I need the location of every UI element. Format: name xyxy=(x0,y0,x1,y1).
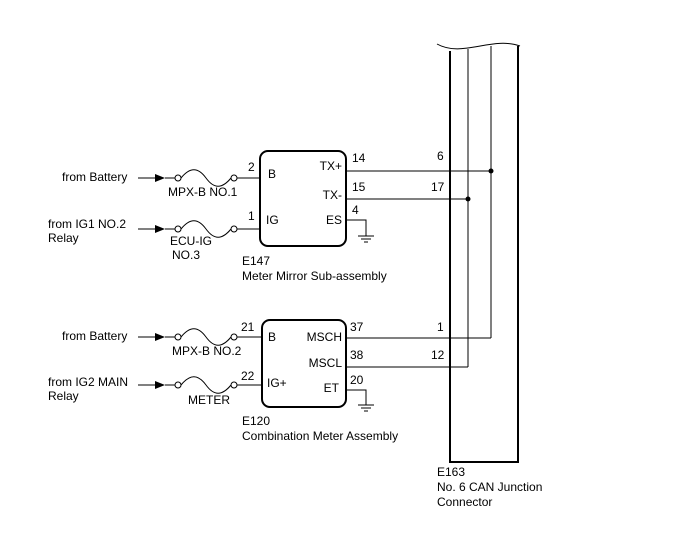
fuse-terminal-icon xyxy=(230,333,238,341)
e147-code: E147 xyxy=(242,254,270,268)
connector-break-mark xyxy=(436,42,521,50)
e147-pin-ig-number: 1 xyxy=(248,209,255,223)
e147-pin-txp-number: 14 xyxy=(352,151,366,165)
e120-pin-msch-label: MSCH xyxy=(307,330,342,344)
e147-pin-txm-label: TX- xyxy=(323,188,342,202)
e120-code: E120 xyxy=(242,414,270,428)
e147-pin-txp-label: TX+ xyxy=(320,159,342,173)
e147-can-wires: 6 17 xyxy=(346,149,494,202)
e147-pin-txm-number: 15 xyxy=(352,180,366,194)
fuse-icon xyxy=(180,169,232,187)
e147-ig-source-line2: Relay xyxy=(48,231,79,245)
e163-name-line1: No. 6 CAN Junction xyxy=(437,480,542,494)
e147-pin-ig-label: IG xyxy=(266,213,279,227)
fuse-icon xyxy=(180,328,232,346)
fuse-icon xyxy=(180,376,232,394)
e120-pin-b-number: 21 xyxy=(241,320,255,334)
e120-ecu: 21 B 22 IG+ MSCH MSCL ET 37 38 20 E120 C… xyxy=(241,319,398,443)
fuse-terminal-icon xyxy=(174,174,182,182)
e120-pin-ig-label: IG+ xyxy=(267,376,287,390)
fuse-terminal-icon xyxy=(174,333,182,341)
splice-dot xyxy=(488,168,494,174)
e120-battery-fuse: MPX-B NO.2 xyxy=(172,344,242,358)
arrow-icon xyxy=(155,381,165,389)
e147-name: Meter Mirror Sub-assembly xyxy=(242,269,387,283)
e120-pin-mscl-number: 38 xyxy=(350,348,364,362)
e147-pin-b-number: 2 xyxy=(248,160,255,174)
e147-battery-source: from Battery xyxy=(62,170,127,184)
e147-ig-source-line1: from IG1 NO.2 xyxy=(48,217,126,231)
e147-battery-fuse: MPX-B NO.1 xyxy=(168,185,238,199)
e120-ig-source-line1: from IG2 MAIN xyxy=(48,375,128,389)
e120-battery-source: from Battery xyxy=(62,329,127,343)
e120-box xyxy=(261,319,347,408)
fuse-icon xyxy=(180,220,232,238)
e163-name-line2: Connector xyxy=(437,495,492,509)
e147-ig-fuse-line1: ECU-IG xyxy=(170,234,212,248)
e163-labels: E163 No. 6 CAN Junction Connector xyxy=(437,465,542,509)
e120-can-wires: 1 12 xyxy=(346,320,491,368)
arrow-icon xyxy=(155,225,165,233)
junction-connector-e163 xyxy=(436,42,521,463)
junction-pin-1: 1 xyxy=(437,320,444,334)
junction-pin-17: 17 xyxy=(431,180,445,194)
e147-ig-fuse-line2: NO.3 xyxy=(172,248,200,262)
e120-ig-fuse: METER xyxy=(188,393,230,407)
junction-pin-12: 12 xyxy=(431,348,445,362)
arrow-icon xyxy=(155,174,165,182)
fuse-terminal-icon xyxy=(230,174,238,182)
fuse-terminal-icon xyxy=(174,381,182,389)
e120-pin-msch-number: 37 xyxy=(350,320,364,334)
e147-inputs: from Battery MPX-B NO.1 from IG1 NO.2 Re… xyxy=(48,169,260,262)
junction-pin-6: 6 xyxy=(437,149,444,163)
e147-pin-b-label: B xyxy=(268,167,276,181)
e120-name: Combination Meter Assembly xyxy=(242,429,398,443)
e120-inputs: from Battery MPX-B NO.2 from IG2 MAIN Re… xyxy=(48,328,262,407)
fuse-terminal-icon xyxy=(230,381,238,389)
e163-code: E163 xyxy=(437,465,465,479)
e120-pin-et-number: 20 xyxy=(350,373,364,387)
e147-pin-es-number: 4 xyxy=(352,203,359,217)
fuse-terminal-icon xyxy=(230,225,238,233)
e147-pin-es-label: ES xyxy=(326,213,342,227)
e120-pin-mscl-label: MSCL xyxy=(309,356,343,370)
e147-ecu: 2 B 1 IG TX+ TX- ES 14 15 4 E147 Meter M… xyxy=(242,150,387,283)
e120-pin-ig-number: 22 xyxy=(241,369,255,383)
fuse-terminal-icon xyxy=(174,225,182,233)
splice-dot xyxy=(465,196,471,202)
e120-ig-source-line2: Relay xyxy=(48,389,79,403)
e120-pin-et-label: ET xyxy=(324,381,340,395)
e120-pin-b-label: B xyxy=(268,330,276,344)
arrow-icon xyxy=(155,333,165,341)
